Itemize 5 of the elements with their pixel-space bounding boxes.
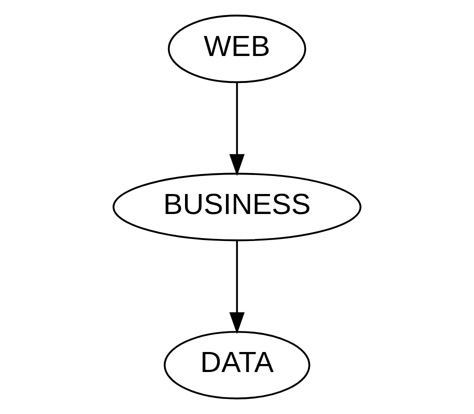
arrow [229, 240, 245, 334]
node-ellipse: DATA [164, 330, 310, 400]
arrow [229, 82, 245, 176]
node-ellipse: WEB [168, 14, 306, 84]
node-ellipse: BUSINESS [112, 172, 362, 242]
